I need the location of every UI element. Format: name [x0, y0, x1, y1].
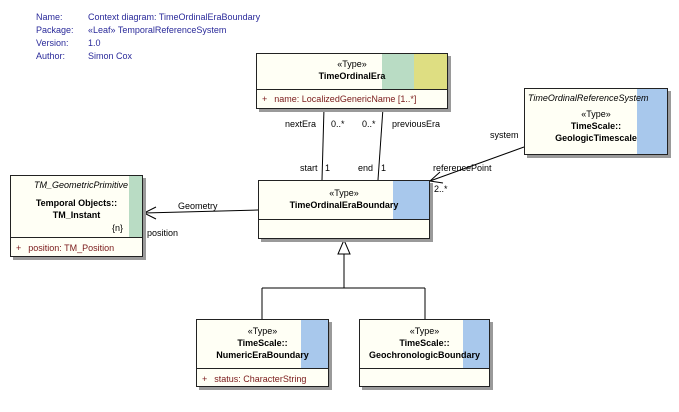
package-name: «Leaf» TemporalReferenceSystem	[88, 25, 227, 35]
class-geologic-timescale[interactable]: TimeOrdinalReferenceSystem «Type» TimeSc…	[524, 88, 668, 155]
class-title: TimeOrdinalReferenceSystem	[528, 93, 649, 103]
author-key: Author:	[36, 51, 66, 61]
blue-band	[393, 181, 429, 219]
blue-band	[301, 320, 328, 368]
attribute-row[interactable]: + name: LocalizedGenericName [1..*]	[257, 90, 447, 105]
stereotype-label: «Type»	[409, 326, 440, 336]
attribute-type: TM_Position	[64, 243, 115, 253]
visibility-marker: +	[262, 94, 268, 104]
reference-point-association[interactable]	[429, 146, 525, 182]
version-key: Version:	[36, 38, 69, 48]
geometry-association-label: Geometry	[178, 201, 218, 211]
class-name: TimeOrdinalEraBoundary	[289, 200, 399, 210]
version-value: 1.0	[88, 38, 101, 48]
class-name: TM_Instant	[52, 210, 101, 220]
class-tm-instant[interactable]: TM_GeometricPrimitive Temporal Objects::…	[10, 175, 143, 257]
class-title: TM_GeometricPrimitive	[34, 180, 129, 190]
attribute-type: CharacterString	[243, 374, 307, 384]
previous-era-role-label: previousEra	[392, 119, 441, 129]
yellow-band	[414, 54, 447, 89]
blue-band	[463, 320, 489, 368]
visibility-marker: +	[202, 374, 208, 384]
previous-era-association[interactable]	[377, 107, 384, 181]
name-key: Name:	[36, 12, 63, 22]
attribute-row[interactable]: + position: TM_Position	[11, 238, 142, 254]
next-era-association[interactable]	[321, 107, 325, 181]
generalization-triangle	[337, 238, 351, 255]
reference-point-role-label: referencePoint	[433, 163, 492, 173]
next-era-multiplicity: 0..*	[331, 119, 345, 129]
green-band	[129, 176, 142, 237]
reference-point-arrowhead	[428, 171, 444, 184]
class-geochronologic-boundary[interactable]: «Type» TimeScale:: GeochronologicBoundar…	[359, 319, 490, 387]
blue-band	[637, 89, 667, 154]
class-numeric-era-boundary[interactable]: «Type» TimeScale:: NumericEraBoundary + s…	[196, 319, 329, 387]
class-name: TimeOrdinalEra	[318, 71, 386, 81]
end-role-label: end	[358, 163, 374, 173]
class-package: Temporal Objects::	[35, 198, 118, 208]
class-package: TimeScale::	[237, 338, 288, 348]
diagram-name: Context diagram: TimeOrdinalEraBoundary	[88, 12, 261, 22]
class-time-ordinal-era-boundary[interactable]: «Type» TimeOrdinalEraBoundary	[258, 180, 430, 239]
class-package: TimeScale::	[570, 121, 622, 131]
author-value: Simon Cox	[88, 51, 133, 61]
package-key: Package:	[36, 25, 74, 35]
geometry-arrowhead	[142, 206, 157, 220]
next-era-role-label: nextEra	[285, 119, 317, 129]
geometry-association[interactable]	[143, 209, 259, 214]
instance-tag: {n}	[111, 223, 123, 233]
class-package: TimeScale::	[399, 338, 450, 348]
stereotype-label: «Type»	[581, 109, 611, 119]
start-multiplicity: 1	[325, 163, 331, 173]
visibility-marker: +	[16, 243, 22, 253]
attribute-name: name:	[274, 94, 300, 104]
stereotype-label: «Type»	[329, 188, 359, 198]
attribute-name: status:	[214, 374, 241, 384]
attribute-type: LocalizedGenericName [1..*]	[301, 94, 417, 104]
start-role-label: start	[300, 163, 318, 173]
stereotype-label: «Type»	[337, 59, 367, 69]
class-name: NumericEraBoundary	[216, 350, 309, 360]
class-time-ordinal-era[interactable]: «Type» TimeOrdinalEra + name: LocalizedGe…	[256, 53, 448, 109]
stereotype-label: «Type»	[247, 326, 278, 336]
reference-point-multiplicity: 2..*	[434, 184, 448, 194]
class-name: GeologicTimescale	[555, 133, 637, 143]
green-band	[382, 54, 414, 89]
diagram-metadata: Name: Context diagram: TimeOrdinalEraBoun…	[36, 11, 260, 63]
class-name: GeochronologicBoundary	[368, 350, 480, 360]
previous-era-multiplicity: 0..*	[362, 119, 376, 129]
attribute-name: position:	[28, 243, 62, 253]
attribute-row[interactable]: + status: CharacterString	[197, 369, 328, 385]
system-role-label: system	[490, 130, 519, 140]
end-multiplicity: 1	[381, 163, 387, 173]
position-role-label: position	[147, 228, 179, 238]
